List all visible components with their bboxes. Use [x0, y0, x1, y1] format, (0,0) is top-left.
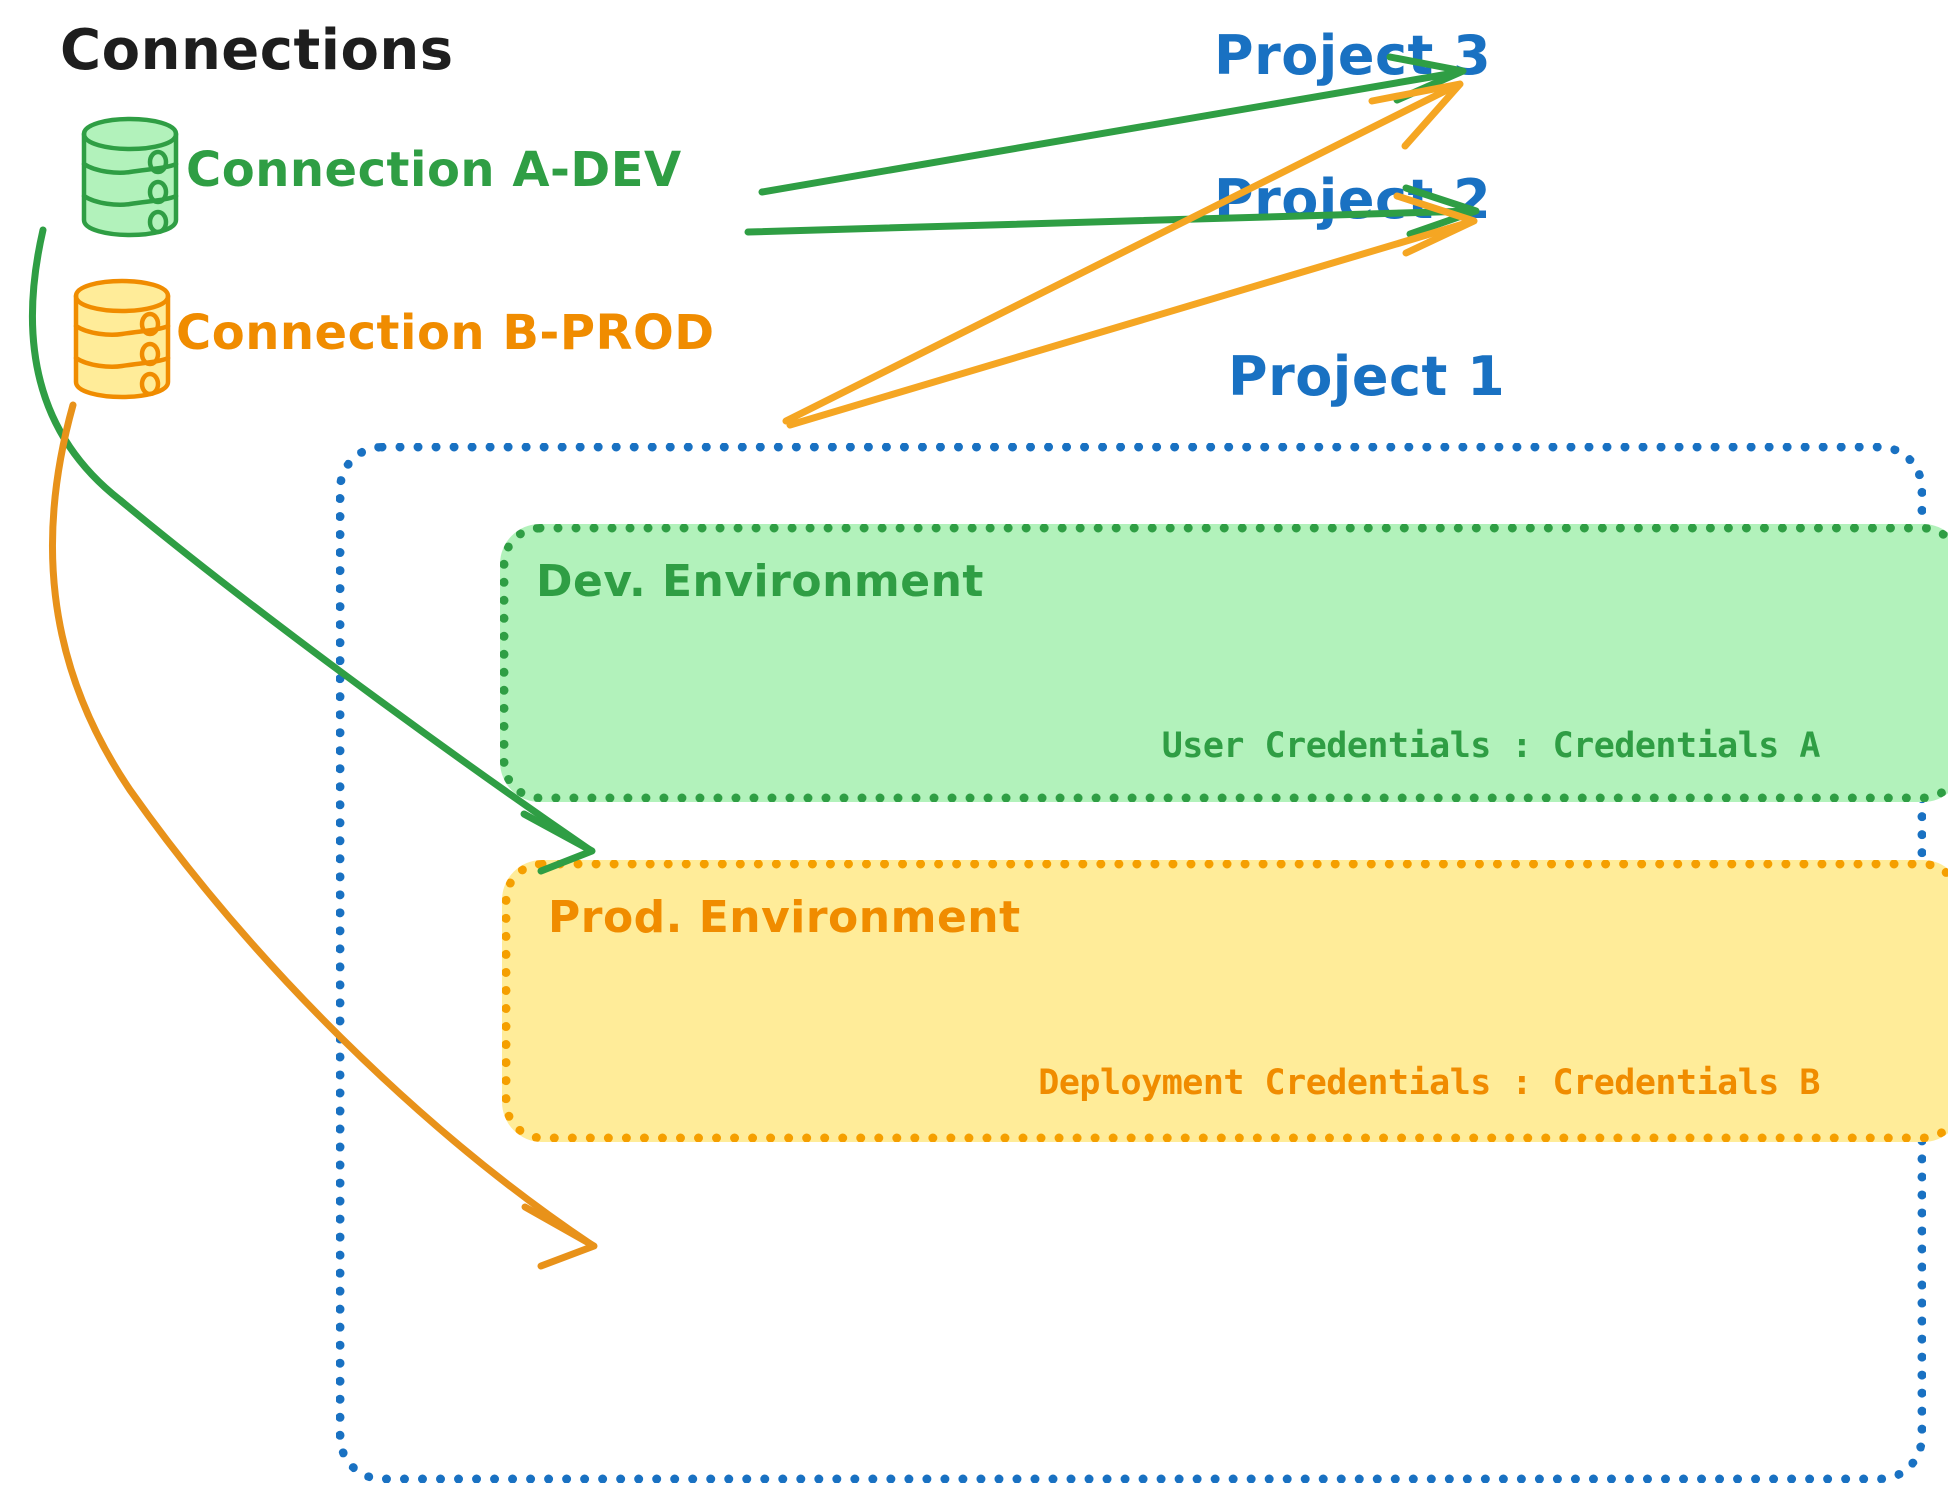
dev-environment-credentials: User Credentials : Credentials A [1161, 726, 1821, 766]
prod-environment-title: Prod. Environment [548, 892, 1021, 943]
dev-environment-title: Dev. Environment [536, 556, 984, 607]
database-icon-conn-a-dev [70, 112, 188, 246]
project-label-3: Project 3 [1214, 24, 1492, 87]
dev-environment-box [500, 524, 1948, 802]
project-label-1: Project 1 [1228, 345, 1506, 408]
database-icon-conn-b-prod [58, 272, 183, 408]
connection-label-b-prod: Connection B-PROD [176, 305, 715, 361]
prod-environment-box [502, 860, 1948, 1142]
prod-environment-credentials: Deployment Credentials : Credentials B [1038, 1063, 1820, 1103]
project-label-2: Project 2 [1214, 168, 1492, 231]
page-title: Connections [60, 18, 454, 83]
connection-label-a-dev: Connection A-DEV [186, 142, 682, 198]
